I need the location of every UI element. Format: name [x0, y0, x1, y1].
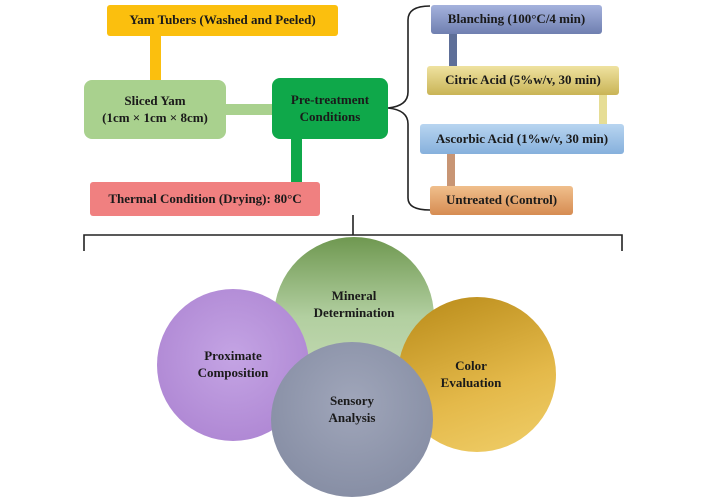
- pretreatment-label-line2: Conditions: [299, 108, 361, 124]
- yam-tubers-label: Yam Tubers (Washed and Peeled): [129, 12, 316, 28]
- thermal-condition-box: Thermal Condition (Drying): 80°C: [90, 182, 320, 216]
- blanching-label: Blanching (100°C/4 min): [447, 11, 586, 27]
- proximate-label-line1: Proximate: [204, 348, 262, 364]
- sensory-label-line2: Analysis: [328, 409, 376, 425]
- sliced-yam-label: Sliced Yam: [124, 93, 186, 109]
- untreated-box: Untreated (Control): [430, 186, 573, 215]
- yam-tubers-box: Yam Tubers (Washed and Peeled): [107, 5, 338, 36]
- color-label-line2: Evaluation: [440, 374, 502, 390]
- blanching-box: Blanching (100°C/4 min): [431, 5, 602, 34]
- sensory-analysis-circle: Sensory Analysis: [271, 342, 433, 497]
- sliced-yam-size: (1cm × 1cm × 8cm): [102, 109, 208, 125]
- sliced-yam-box: Sliced Yam (1cm × 1cm × 8cm): [84, 80, 226, 139]
- untreated-label: Untreated (Control): [445, 192, 558, 208]
- connector-yam-to-sliced: [150, 36, 161, 80]
- connector-blanching-to-citric: [449, 34, 457, 68]
- citric-acid-box: Citric Acid (5%w/v, 30 min): [427, 66, 619, 95]
- proximate-label-line2: Composition: [197, 365, 269, 380]
- pretreatment-label-line1: Pre-treatment: [290, 92, 370, 108]
- citric-acid-label: Citric Acid (5%w/v, 30 min): [445, 72, 601, 88]
- thermal-condition-label: Thermal Condition (Drying): 80°C: [108, 190, 302, 206]
- color-label-line1: Color: [455, 357, 487, 373]
- ascorbic-acid-label: Ascorbic Acid (1%w/v, 30 min): [435, 130, 609, 146]
- ascorbic-acid-box: Ascorbic Acid (1%w/v, 30 min): [420, 124, 624, 154]
- mineral-label-line2: Determination: [313, 305, 395, 320]
- mineral-label-line1: Mineral: [331, 288, 377, 304]
- connector-sliced-to-pretreatment: [226, 104, 274, 115]
- connector-ascorbic-to-untreated: [447, 153, 455, 187]
- sensory-label-line1: Sensory: [329, 392, 375, 408]
- connector-pretreatment-to-thermal: [291, 138, 302, 182]
- connector-citric-to-ascorbic: [599, 93, 607, 125]
- pretreatment-box: Pre-treatment Conditions: [272, 78, 388, 139]
- treatments-brace: [387, 5, 431, 211]
